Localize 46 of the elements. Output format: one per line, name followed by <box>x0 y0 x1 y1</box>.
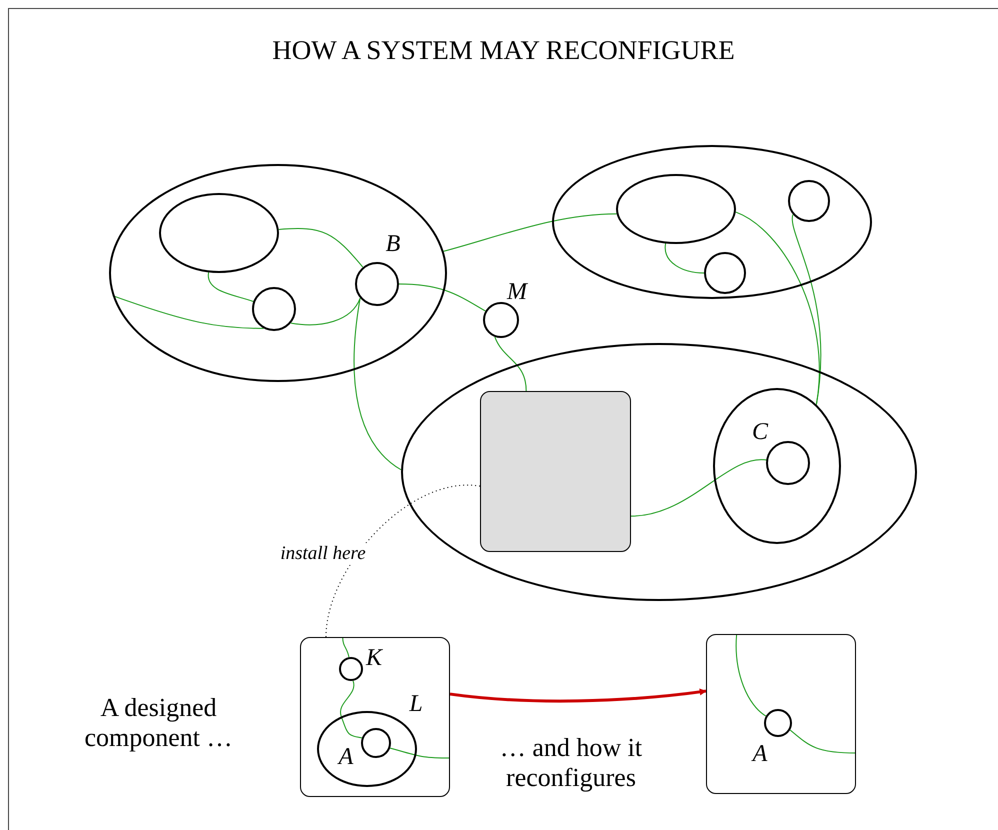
circle <box>764 709 792 737</box>
node-label: A <box>750 741 768 769</box>
circle <box>360 728 390 758</box>
node-label: B <box>384 231 402 259</box>
arrow <box>450 688 707 703</box>
connector-line <box>208 272 254 302</box>
connector-line <box>792 214 822 406</box>
node-label: M <box>506 279 529 307</box>
circle <box>483 302 519 338</box>
ellipse <box>109 164 447 382</box>
connector-line <box>342 636 350 658</box>
connector-line <box>494 336 527 392</box>
node-label: K <box>364 645 384 673</box>
ellipse <box>712 388 840 544</box>
circle <box>252 286 296 330</box>
ellipse <box>552 145 872 299</box>
connector-line <box>398 284 486 312</box>
circle <box>766 441 810 485</box>
circle <box>354 262 398 306</box>
rounded-box <box>706 634 856 794</box>
node-label: A <box>336 744 354 772</box>
edge-label: … and how it reconfigures <box>498 733 644 793</box>
connector-line <box>340 716 362 738</box>
node-label: C <box>750 419 770 447</box>
connector-line <box>290 298 361 326</box>
connector-line <box>340 680 354 717</box>
ellipse <box>158 192 278 272</box>
node-label: L <box>408 691 424 719</box>
ellipse <box>317 711 417 787</box>
connector-line <box>443 213 618 252</box>
ellipse <box>401 343 917 601</box>
node-label: A designed component … <box>83 693 234 753</box>
circle <box>339 657 363 681</box>
connector-line <box>390 748 450 759</box>
diagram-title: HOW A SYSTEM MAY RECONFIGURE <box>271 35 736 66</box>
ellipse <box>616 174 736 244</box>
connector-line <box>354 298 402 470</box>
connector-line <box>278 228 364 268</box>
connector-line <box>736 634 766 716</box>
shaded-block <box>480 390 630 552</box>
connector-line <box>790 730 856 754</box>
connector-line <box>630 459 768 517</box>
connector-line <box>664 242 704 274</box>
circle <box>788 180 830 222</box>
rounded-box <box>300 637 450 797</box>
circle <box>704 252 746 294</box>
